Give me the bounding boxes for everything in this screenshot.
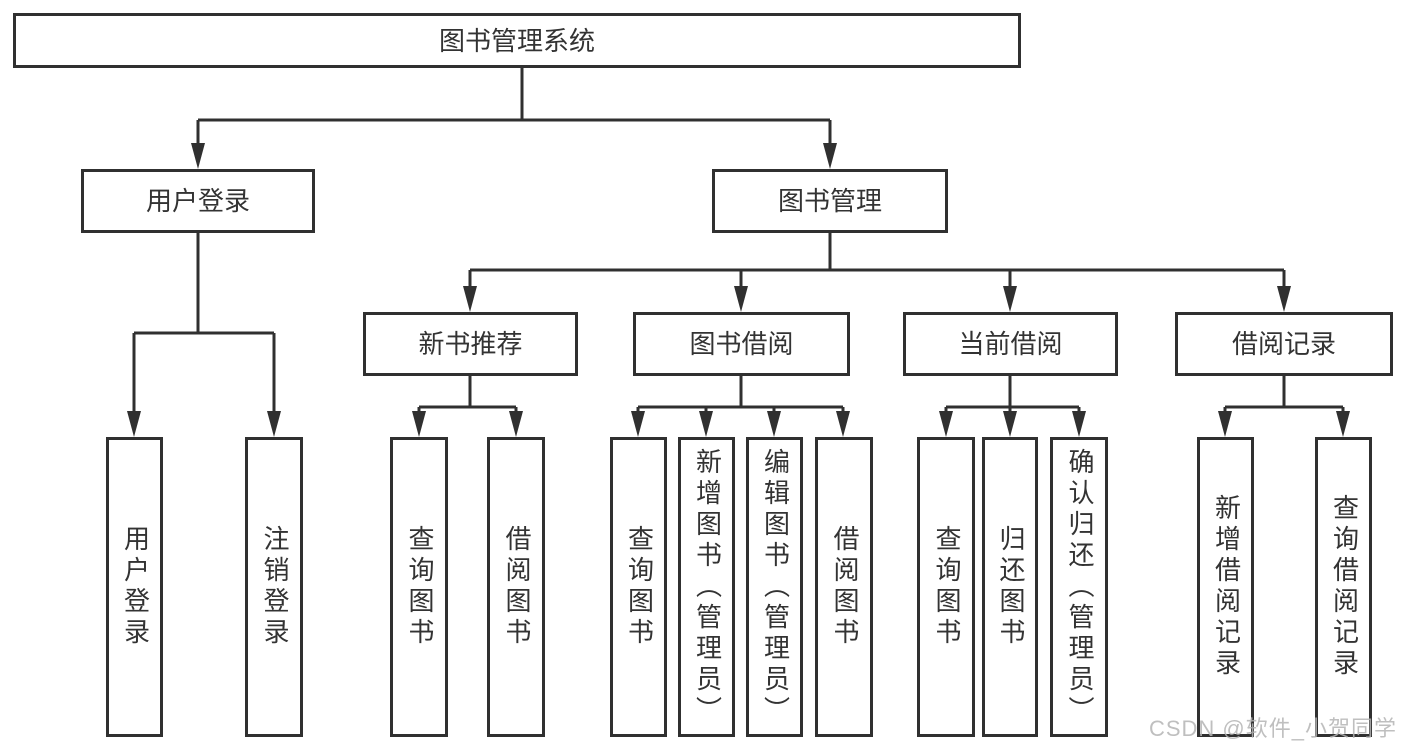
node-borrow-records: 借阅记录 [1175, 312, 1393, 376]
leaf-add-book-admin-label: 新增图书（管理员） [692, 447, 723, 727]
arrowhead-icon [509, 411, 523, 437]
leaf-edit-book-admin-label: 编辑图书（管理员） [760, 447, 791, 727]
leaf-confirm-return-admin: 确认归还（管理员） [1050, 437, 1108, 737]
leaf-borrow-books-label: 借阅图书 [829, 525, 860, 649]
leaf-user-login: 用户登录 [106, 437, 163, 737]
node-user-login-label: 用户登录 [145, 186, 250, 216]
leaf-query-borrow-record: 查询借阅记录 [1315, 437, 1372, 737]
leaf-query-books-recommend-label: 查询图书 [404, 525, 435, 649]
arrowhead-icon [412, 411, 426, 437]
node-new-book-recommend: 新书推荐 [363, 312, 578, 376]
arrowhead-icon [631, 411, 645, 437]
node-user-login: 用户登录 [81, 169, 315, 233]
arrowhead-icon [823, 143, 837, 169]
leaf-query-books-current-label: 查询图书 [931, 525, 962, 649]
node-root: 图书管理系统 [13, 13, 1021, 68]
arrowhead-icon [767, 411, 781, 437]
node-book-borrow: 图书借阅 [633, 312, 850, 376]
leaf-return-books-label: 归还图书 [995, 525, 1026, 649]
leaf-borrow-books: 借阅图书 [815, 437, 873, 737]
node-current-borrow-label: 当前借阅 [958, 329, 1063, 359]
leaf-return-books: 归还图书 [982, 437, 1038, 737]
leaf-query-books-recommend: 查询图书 [390, 437, 448, 737]
leaf-add-borrow-record-label: 新增借阅记录 [1211, 494, 1242, 680]
leaf-query-books-borrow-label: 查询图书 [624, 525, 655, 649]
leaf-logout: 注销登录 [245, 437, 303, 737]
arrowhead-icon [1277, 286, 1291, 312]
arrowhead-icon [463, 286, 477, 312]
leaf-edit-book-admin: 编辑图书（管理员） [746, 437, 803, 737]
node-book-management: 图书管理 [712, 169, 948, 233]
arrowhead-icon [699, 411, 713, 437]
leaf-confirm-return-admin-label: 确认归还（管理员） [1064, 447, 1095, 727]
leaf-logout-label: 注销登录 [259, 525, 290, 649]
arrowhead-icon [1218, 411, 1232, 437]
leaf-borrow-books-recommend-label: 借阅图书 [501, 525, 532, 649]
node-book-borrow-label: 图书借阅 [689, 329, 794, 359]
arrowhead-icon [127, 411, 141, 437]
leaf-user-login-label: 用户登录 [120, 525, 151, 649]
arrowhead-icon [1336, 411, 1350, 437]
leaf-query-books-current: 查询图书 [917, 437, 975, 737]
node-current-borrow: 当前借阅 [903, 312, 1118, 376]
arrowhead-icon [1072, 411, 1086, 437]
leaf-add-borrow-record: 新增借阅记录 [1197, 437, 1254, 737]
arrowhead-icon [1003, 286, 1017, 312]
node-new-book-recommend-label: 新书推荐 [418, 329, 523, 359]
arrowhead-icon [734, 286, 748, 312]
node-root-label: 图书管理系统 [438, 25, 595, 56]
leaf-query-borrow-record-label: 查询借阅记录 [1329, 494, 1360, 680]
leaf-add-book-admin: 新增图书（管理员） [678, 437, 735, 737]
arrowhead-icon [191, 143, 205, 169]
csdn-watermark: CSDN @软件_小贺同学 [1148, 716, 1397, 741]
node-book-management-label: 图书管理 [777, 186, 882, 216]
arrowhead-icon [267, 411, 281, 437]
arrowhead-icon [939, 411, 953, 437]
arrowhead-icon [1003, 411, 1017, 437]
node-borrow-records-label: 借阅记录 [1231, 329, 1336, 359]
leaf-borrow-books-recommend: 借阅图书 [487, 437, 545, 737]
arrowhead-icon [836, 411, 850, 437]
leaf-query-books-borrow: 查询图书 [610, 437, 667, 737]
